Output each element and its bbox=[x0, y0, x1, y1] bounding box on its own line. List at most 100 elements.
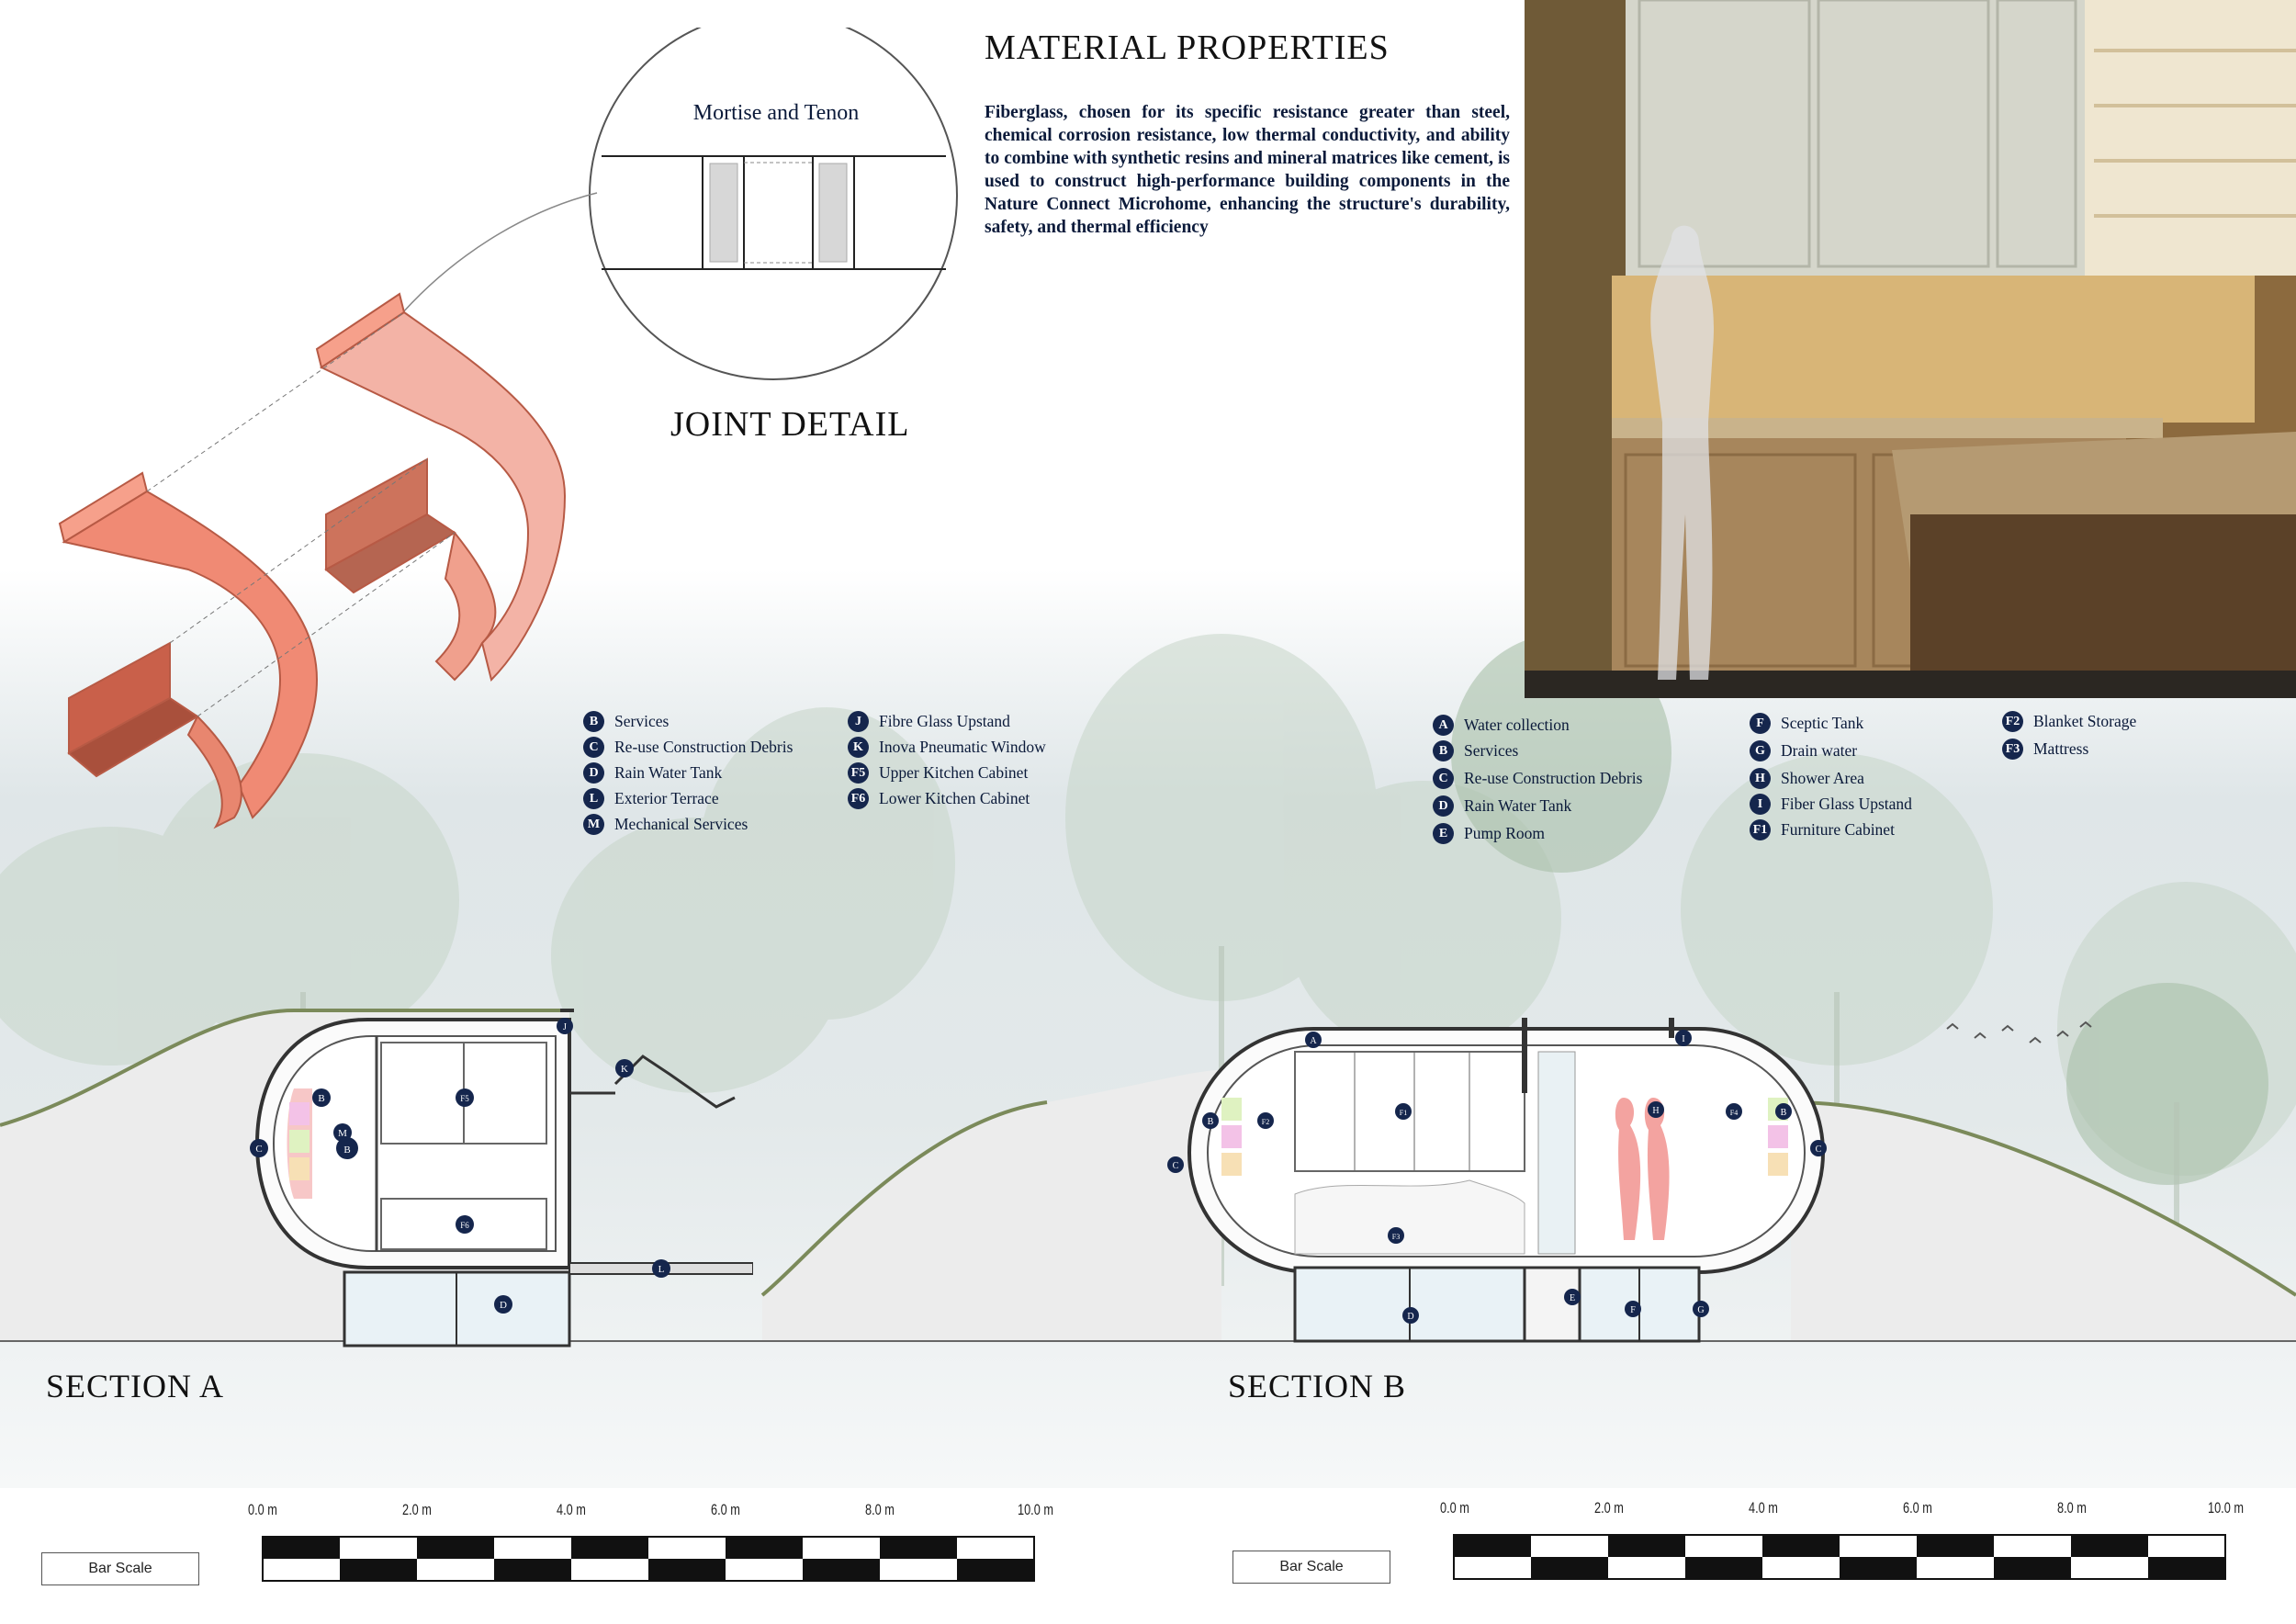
scale-tick: 2.0 m bbox=[1594, 1499, 1624, 1517]
legend-badge: K bbox=[848, 737, 869, 758]
joint-title: JOINT DETAIL bbox=[670, 405, 910, 444]
section-marker: E bbox=[1570, 1293, 1575, 1303]
joint-axonometric bbox=[58, 292, 567, 829]
legend-item: L Exterior Terrace bbox=[583, 788, 719, 809]
section-marker: D bbox=[1407, 1312, 1413, 1322]
bar-scale-label-a: Bar Scale bbox=[41, 1552, 199, 1585]
legend-badge: C bbox=[1433, 768, 1454, 789]
legend-label: Rain Water Tank bbox=[1464, 796, 1572, 815]
scale-tick: 10.0 m bbox=[2208, 1499, 2244, 1517]
legend-label: Re-use Construction Debris bbox=[614, 738, 793, 756]
scale-tick: 6.0 m bbox=[711, 1501, 740, 1518]
legend-label: Pump Room bbox=[1464, 824, 1546, 842]
legend-label: Services bbox=[1464, 741, 1519, 760]
legend-item: I Fiber Glass Upstand bbox=[1750, 794, 1912, 815]
legend-badge: H bbox=[1750, 768, 1771, 789]
kitchen-render-image bbox=[1525, 0, 2296, 698]
legend-badge: D bbox=[583, 762, 604, 784]
legend-badge: G bbox=[1750, 740, 1771, 761]
legend-item: F6 Lower Kitchen Cabinet bbox=[848, 788, 1030, 809]
legend-item: H Shower Area bbox=[1750, 768, 1864, 789]
legend-item: F Sceptic Tank bbox=[1750, 713, 1863, 734]
scale-tick: 6.0 m bbox=[1903, 1499, 1932, 1517]
section-marker: F3 bbox=[1392, 1233, 1400, 1241]
legend-label: Mattress bbox=[2033, 739, 2089, 758]
legend-badge: J bbox=[848, 711, 869, 732]
legend-item: C Re-use Construction Debris bbox=[1433, 768, 1642, 789]
kitchen-render bbox=[1525, 0, 2296, 698]
scale-tick: 8.0 m bbox=[865, 1501, 895, 1518]
section-marker: I bbox=[1682, 1034, 1684, 1044]
legend-badge: F5 bbox=[848, 762, 869, 784]
scale-tick: 0.0 m bbox=[1440, 1499, 1469, 1517]
legend-item: B Services bbox=[1433, 740, 1518, 761]
legend-badge: D bbox=[1433, 795, 1454, 817]
legend-badge: B bbox=[1433, 740, 1454, 761]
section-a-drawing: B B C M F5 F6 J K L D bbox=[250, 1009, 753, 1348]
legend-badge: F1 bbox=[1750, 819, 1771, 840]
section-marker: F4 bbox=[1730, 1109, 1738, 1117]
legend-badge: F3 bbox=[2002, 739, 2023, 760]
section-b-title: SECTION B bbox=[1228, 1368, 1407, 1404]
bar-scale-label-b: Bar Scale bbox=[1232, 1551, 1390, 1584]
legend-badge: M bbox=[583, 814, 604, 835]
legend-label: Re-use Construction Debris bbox=[1464, 769, 1643, 787]
legend-label: Fibre Glass Upstand bbox=[879, 712, 1010, 730]
legend-label: Water collection bbox=[1464, 716, 1570, 734]
legend-item: F1 Furniture Cabinet bbox=[1750, 819, 1895, 840]
legend-item: M Mechanical Services bbox=[583, 814, 748, 835]
section-marker: C bbox=[1173, 1161, 1179, 1171]
scale-tick: 8.0 m bbox=[2057, 1499, 2087, 1517]
scale-tick: 10.0 m bbox=[1018, 1501, 1053, 1518]
legend-label: Sceptic Tank bbox=[1781, 714, 1864, 732]
birds-decoration bbox=[1946, 1021, 2092, 1043]
legend-badge: I bbox=[1750, 794, 1771, 815]
legend-label: Mechanical Services bbox=[614, 815, 748, 833]
section-marker: C bbox=[255, 1144, 262, 1155]
section-marker: L bbox=[658, 1264, 665, 1275]
section-marker: A bbox=[1310, 1036, 1317, 1046]
legend-item: F5 Upper Kitchen Cabinet bbox=[848, 762, 1028, 784]
section-marker: C bbox=[1816, 1145, 1822, 1155]
scale-bar-a bbox=[262, 1536, 1035, 1582]
section-marker: J bbox=[563, 1022, 567, 1032]
legend-label: Blanket Storage bbox=[2033, 712, 2137, 730]
legend-badge: B bbox=[583, 711, 604, 732]
legend-label: Exterior Terrace bbox=[614, 789, 719, 807]
legend-badge: L bbox=[583, 788, 604, 809]
legend-label: Furniture Cabinet bbox=[1781, 820, 1895, 839]
section-marker: B bbox=[1208, 1117, 1214, 1127]
material-description: Fiberglass, chosen for its specific resi… bbox=[985, 103, 1510, 237]
legend-badge: F bbox=[1750, 713, 1771, 734]
section-marker: G bbox=[1697, 1305, 1704, 1315]
joint-detail-callout bbox=[394, 28, 958, 380]
legend-label: Shower Area bbox=[1781, 769, 1864, 787]
section-a-title: SECTION A bbox=[46, 1368, 225, 1404]
section-marker: H bbox=[1652, 1106, 1659, 1116]
section-b-drawing: A B C F2 F1 F3 D E F G H F4 B C I bbox=[1167, 1018, 1827, 1343]
section-marker: M bbox=[338, 1128, 347, 1139]
legend-item: D Rain Water Tank bbox=[583, 762, 722, 784]
person-silhouette bbox=[1650, 225, 1715, 680]
legend-label: Fiber Glass Upstand bbox=[1781, 795, 1912, 813]
legend-badge: A bbox=[1433, 715, 1454, 736]
section-marker: B bbox=[318, 1093, 324, 1104]
legend-label: Rain Water Tank bbox=[614, 763, 723, 782]
legend-badge: F6 bbox=[848, 788, 869, 809]
legend-item: A Water collection bbox=[1433, 715, 1570, 736]
section-marker: F5 bbox=[460, 1094, 469, 1103]
section-marker: F1 bbox=[1400, 1109, 1407, 1117]
legend-label: Upper Kitchen Cabinet bbox=[879, 763, 1029, 782]
section-marker: F6 bbox=[460, 1221, 469, 1230]
section-marker: F2 bbox=[1262, 1118, 1269, 1126]
section-marker: B bbox=[1781, 1108, 1787, 1118]
mortise-label: Mortise and Tenon bbox=[692, 101, 860, 125]
scale-bar-b bbox=[1453, 1534, 2226, 1580]
section-marker: F bbox=[1630, 1305, 1636, 1315]
legend-badge: C bbox=[583, 737, 604, 758]
legend-label: Lower Kitchen Cabinet bbox=[879, 789, 1030, 807]
